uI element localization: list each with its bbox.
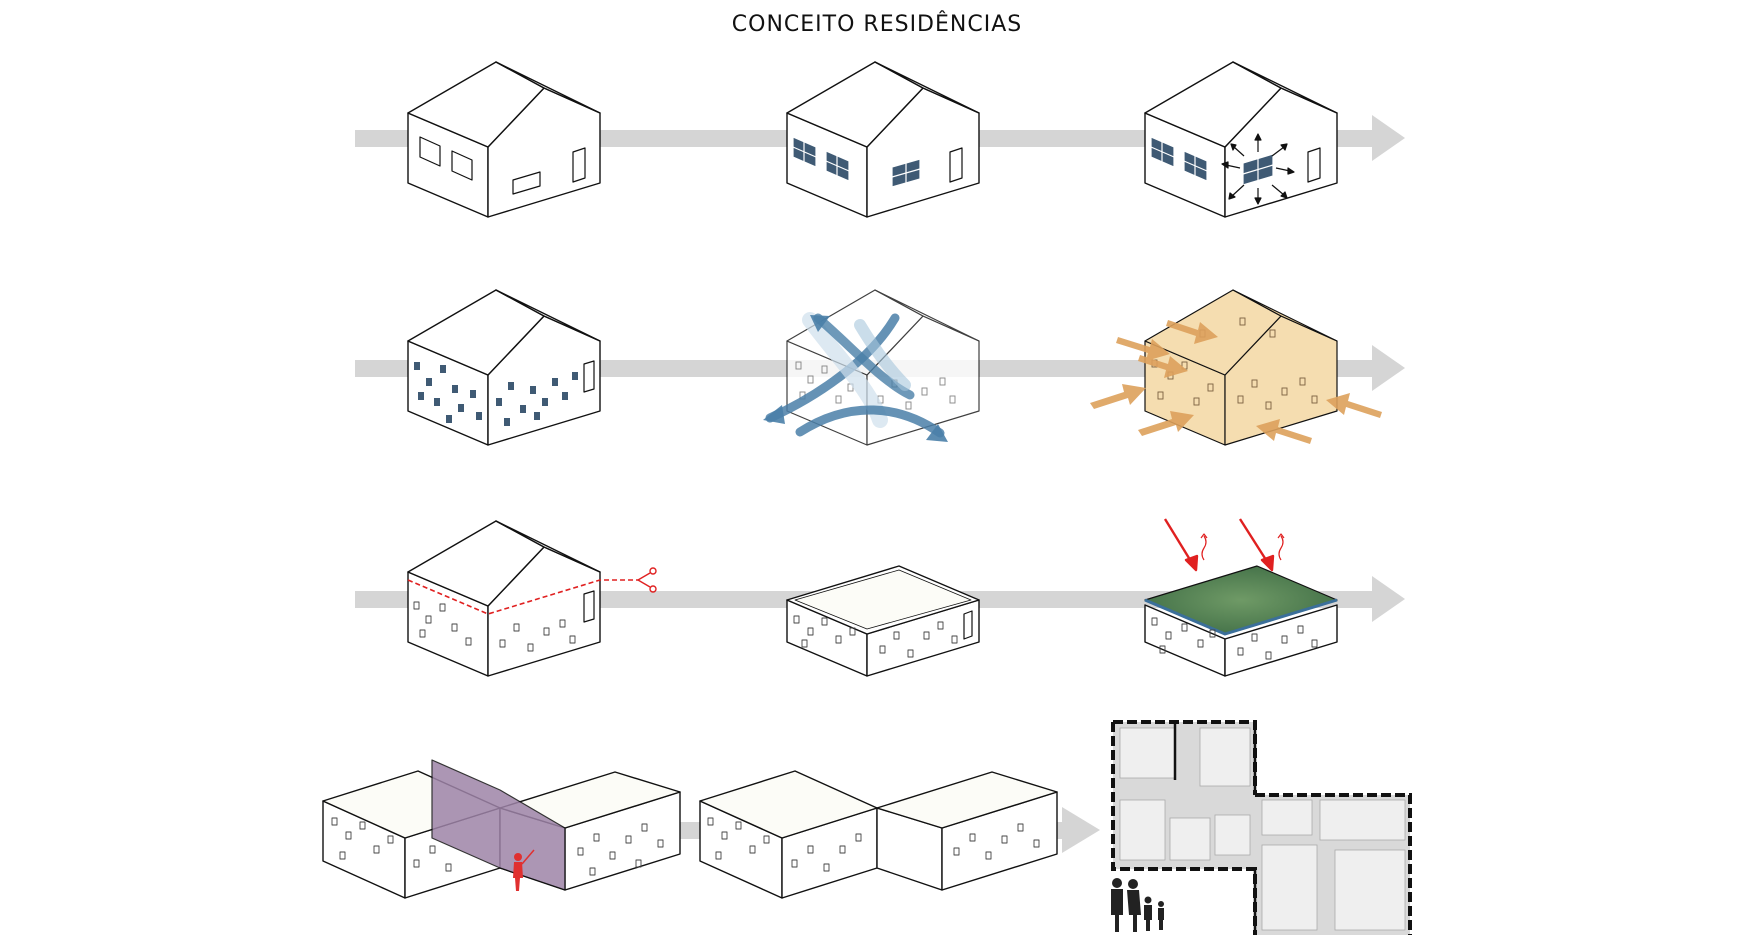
window-grid-icon	[1242, 153, 1274, 186]
door-icon	[572, 147, 586, 183]
diagram-title: CONCEITO RESIDÊNCIAS	[731, 12, 1023, 37]
scissors-icon	[637, 567, 657, 593]
window-grid-icon	[891, 158, 921, 188]
heat-wave-icon	[1200, 533, 1285, 561]
twin-houses-shared-wall	[322, 759, 681, 899]
green-roof-edge	[1144, 598, 1338, 636]
window-grid-icon	[825, 150, 850, 182]
house-roof-cut	[407, 520, 657, 677]
person-icon	[513, 849, 535, 891]
house-cross-ventilation	[763, 289, 980, 446]
house-scattered-windows	[407, 289, 601, 446]
scattered-window-pattern	[793, 615, 958, 658]
scattered-window-pattern	[413, 601, 576, 652]
window-outline-icon	[451, 150, 473, 181]
window-grid-icon	[792, 136, 817, 168]
sun-ray-arrow-icon	[1163, 518, 1275, 572]
scattered-window-pattern	[331, 817, 664, 876]
window-grid-icon	[1183, 150, 1208, 182]
roof-cut-line	[407, 579, 638, 615]
scattered-window-pattern	[414, 362, 578, 426]
scattered-window-pattern	[1151, 617, 1318, 660]
door-icon	[963, 610, 973, 640]
sun-ray-arrow-icon	[1090, 320, 1382, 444]
window-grid-icon	[1150, 136, 1175, 168]
house-solar-heating	[1090, 289, 1382, 446]
floor-plan	[1111, 720, 1412, 935]
wind-arrow-icon	[763, 312, 948, 442]
floor-plan-solid-walls	[1173, 722, 1257, 935]
twin-houses-joined	[699, 770, 1058, 899]
door-icon	[949, 147, 963, 183]
house-green-roof	[1144, 518, 1338, 677]
door-icon	[1307, 147, 1321, 183]
expand-arrows-icon	[1221, 133, 1295, 205]
door-icon	[583, 360, 595, 393]
house-grid-windows	[786, 61, 980, 218]
room-blocks	[1119, 727, 1406, 931]
house-plain-windows	[407, 61, 601, 218]
house-flat-roof	[786, 565, 980, 677]
family-silhouette-icon	[1111, 878, 1164, 932]
window-outline-icon	[419, 136, 441, 167]
shared-wall-panel	[431, 759, 566, 891]
door-icon	[583, 590, 595, 623]
scattered-window-pattern	[707, 817, 1040, 872]
window-outline-icon	[512, 171, 541, 195]
house-window-expansion	[1144, 61, 1338, 218]
